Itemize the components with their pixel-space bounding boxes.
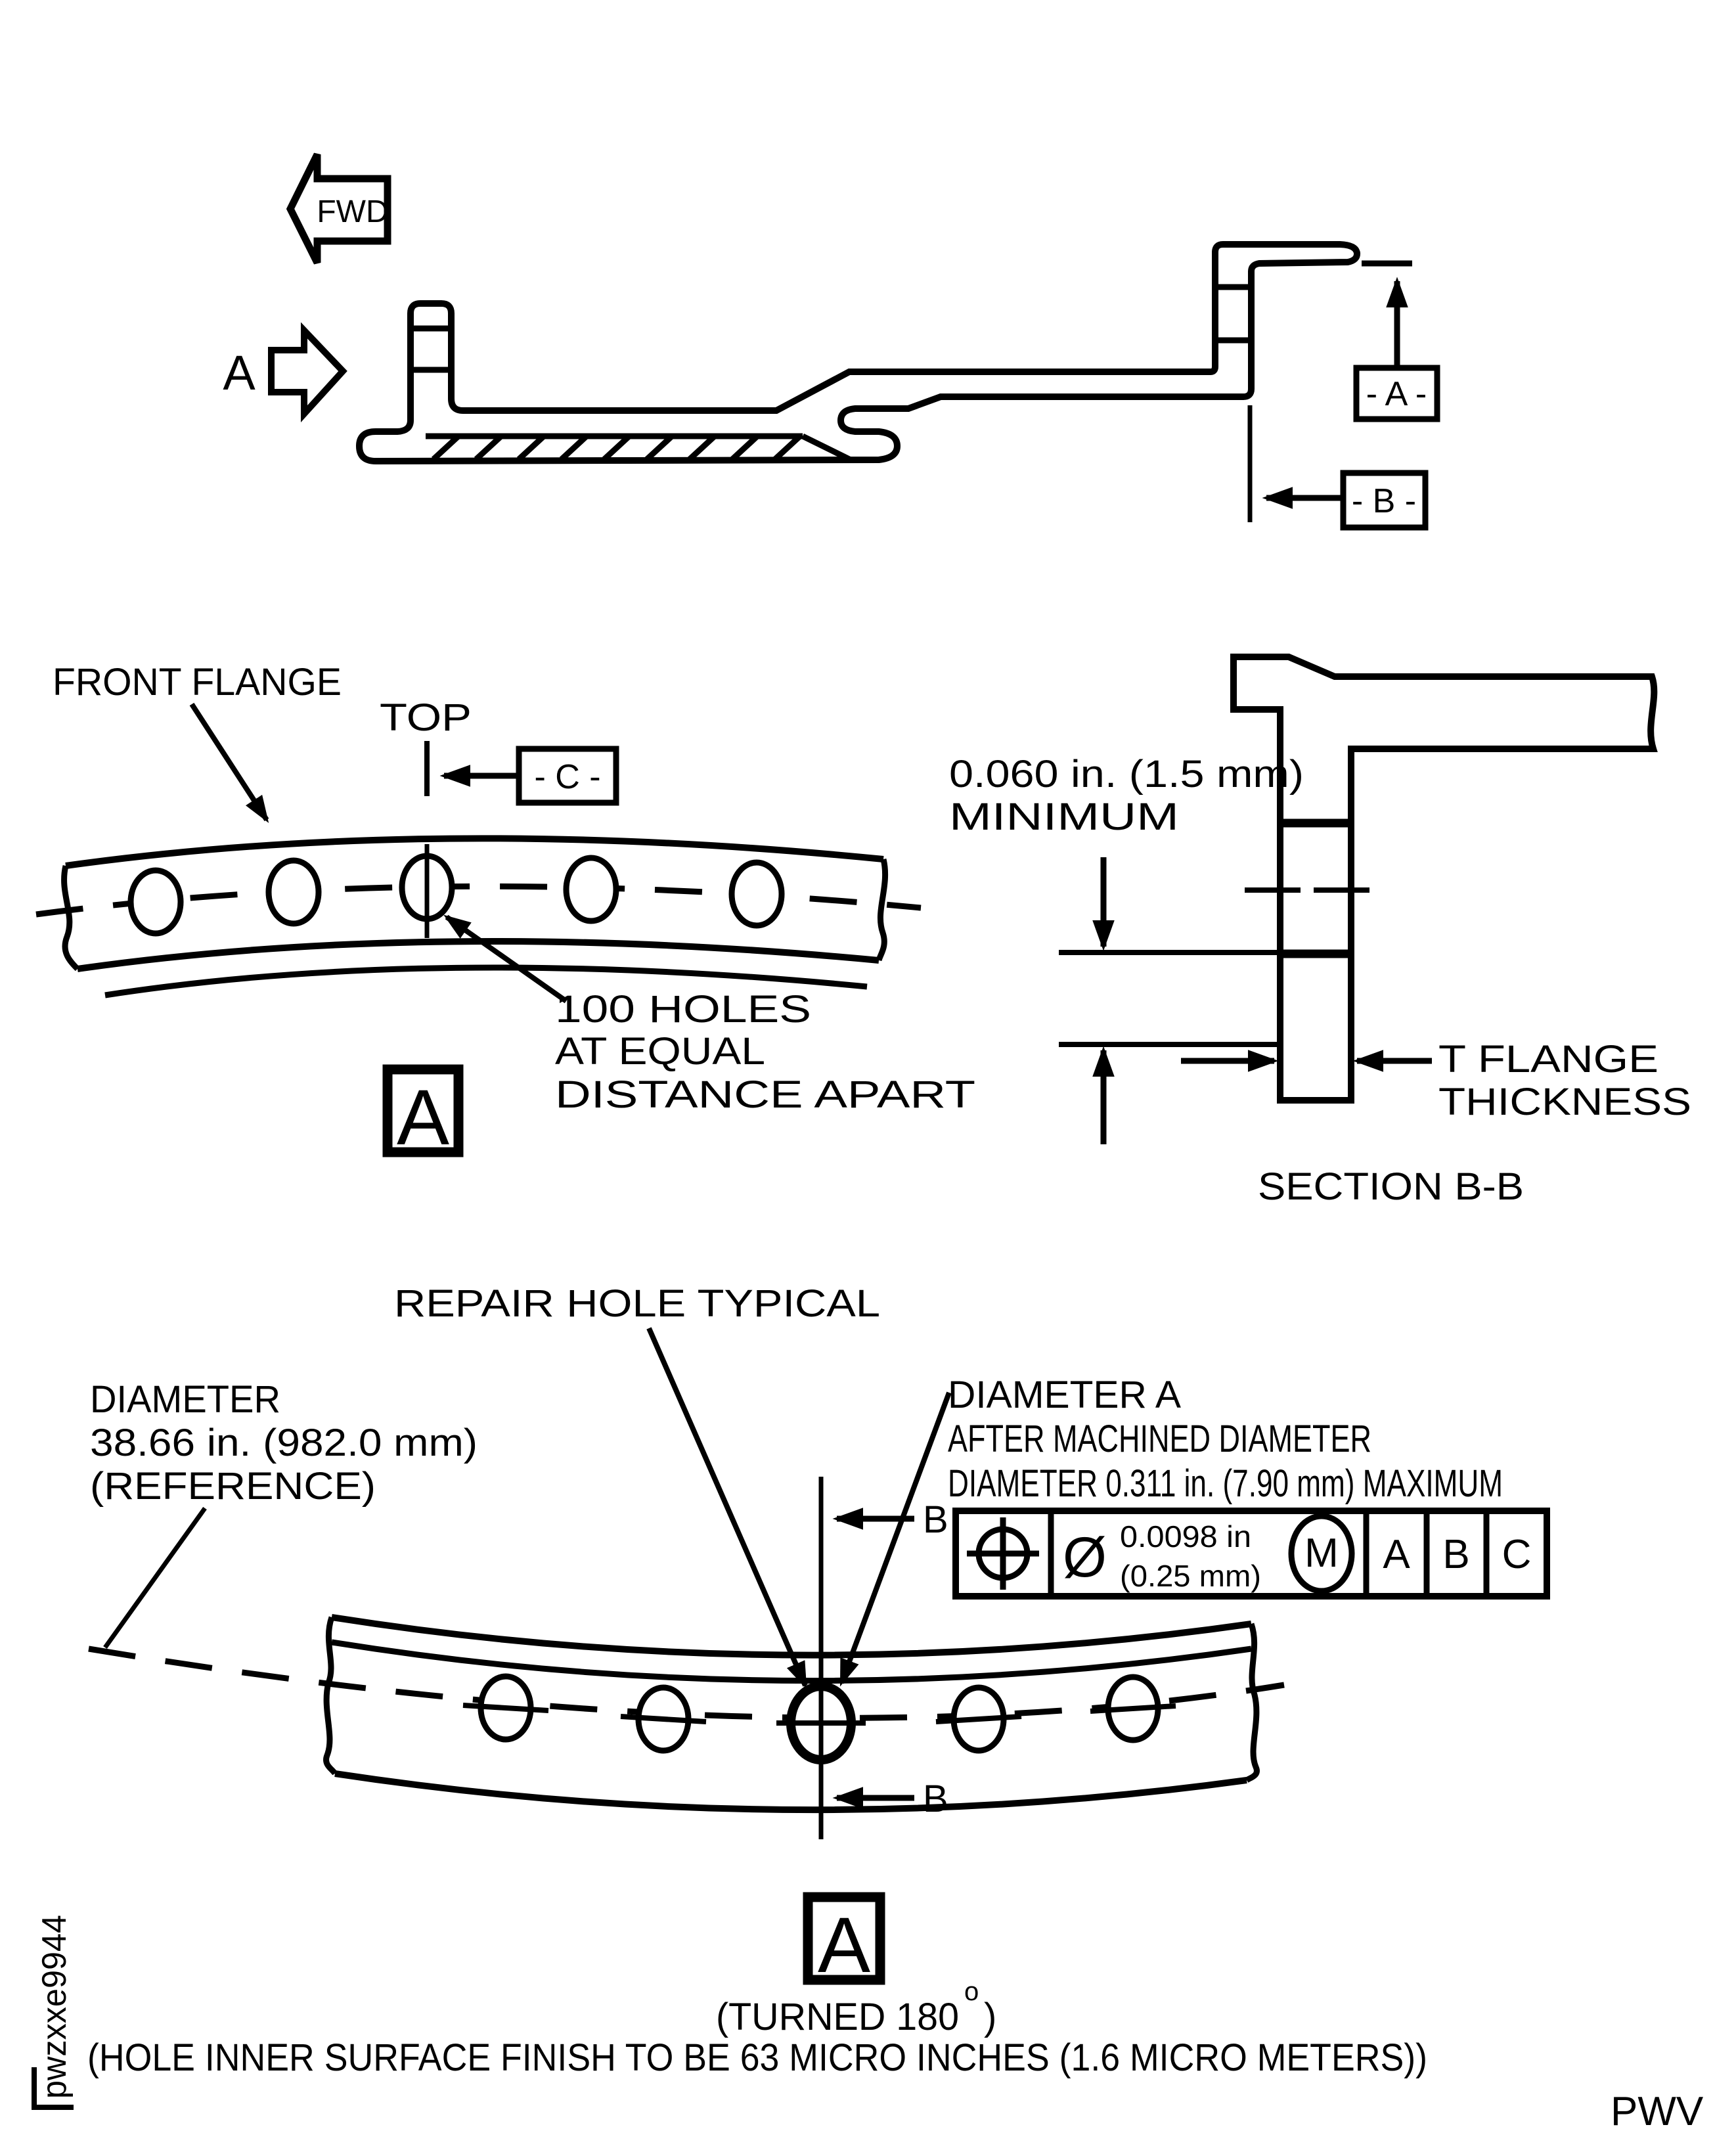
fcf-datum-3: C <box>1502 1532 1532 1577</box>
holes-note-line2: AT EQUAL <box>555 1030 765 1073</box>
section-arrow-bottom: B <box>832 1778 948 1820</box>
diameter-a-line1: DIAMETER A <box>948 1374 1181 1416</box>
feature-control-frame: Ø 0.0098 in (0.25 mm) M A B C <box>952 1508 1550 1600</box>
riser-tick-marks <box>1215 284 1251 344</box>
datum-b-label: - B - <box>1352 482 1416 520</box>
holes-note-line1: 100 HOLES <box>555 988 811 1031</box>
t-flange-line2: THICKNESS <box>1438 1081 1691 1123</box>
side-profile-view: FWD A - A - - <box>223 152 1440 531</box>
datum-a-label: - A - <box>1366 375 1427 413</box>
page-code: PWV <box>1611 2089 1704 2134</box>
repair-hole-label: REPAIR HOLE TYPICAL <box>394 1282 880 1325</box>
fcf-tolerance-mm: (0.25 mm) <box>1120 1559 1261 1593</box>
view-a-box: A <box>382 1064 464 1161</box>
section-arrow-label-top: B <box>923 1498 948 1541</box>
diameter-symbol: Ø <box>1063 1526 1107 1589</box>
doc-code: pwzxxe9944 <box>35 1915 74 2099</box>
diameter-ref-line1: DIAMETER <box>90 1378 280 1421</box>
view-a: FRONT FLANGE TOP - C - 100 HOLES <box>35 661 975 1161</box>
section-arrow-top: B <box>832 1498 948 1541</box>
mmc-modifier-icon: M <box>1288 1513 1355 1594</box>
front-flange-band <box>61 835 889 998</box>
diameter-a-leader <box>839 1391 952 1687</box>
top-label: TOP <box>380 696 472 739</box>
rotated-flange-band <box>323 1614 1260 1814</box>
turned-sup: o <box>964 1977 979 2006</box>
min-dim-line2: MINIMUM <box>949 795 1179 838</box>
diameter-ref-line3: (REFERENCE) <box>90 1465 376 1508</box>
hole-centermarks <box>462 1703 1176 1726</box>
fcf-tolerance-in: 0.0098 in <box>1120 1519 1251 1554</box>
turned-close: ) <box>984 1996 996 2038</box>
fcf-datum-2: B <box>1442 1532 1469 1577</box>
datum-b-flag: - B - <box>1247 405 1429 531</box>
view-a-direction-arrow: A <box>223 322 347 422</box>
datum-c-flag: - C - <box>439 746 619 806</box>
flange-hole <box>265 857 322 927</box>
repair-hole-leader <box>646 1327 808 1690</box>
doc-code-bracket <box>32 2067 74 2110</box>
view-direction-label: A <box>223 346 256 400</box>
hatch-strip <box>426 433 852 463</box>
front-flange-leader <box>189 702 269 823</box>
view-a-label: A <box>397 1073 449 1161</box>
diameter-a-line3: DIAMETER 0.311 in. (7.90 mm) MAXIMUM <box>948 1462 1503 1505</box>
diameter-ref-line2: 38.66 in. (982.0 mm) <box>90 1422 478 1464</box>
section-arrow-label-bottom: B <box>923 1778 948 1820</box>
bottom-view-a-rotated: REPAIR HOLE TYPICAL DIAMETER 38.66 in. (… <box>87 1282 1550 2079</box>
holes-note-line3: DISTANCE APART <box>555 1073 975 1116</box>
datum-a-flag: - A - <box>1353 260 1440 422</box>
datum-c-label: - C - <box>534 758 600 796</box>
section-label: SECTION B-B <box>1258 1165 1524 1208</box>
front-flange-label: FRONT FLANGE <box>53 661 342 704</box>
flange-hole <box>563 855 619 924</box>
section-b-b: 0.060 in. (1.5 mm) MINIMUM T FLANGE THIC… <box>949 654 1691 1208</box>
fwd-direction-arrow: FWD <box>286 152 391 265</box>
section-outline <box>1230 654 1658 1104</box>
fcf-datum-1: A <box>1383 1532 1410 1577</box>
position-symbol-icon <box>967 1517 1039 1590</box>
flange-hole <box>728 859 785 929</box>
flange-profile-outline <box>355 241 1361 465</box>
min-dim-line1: 0.060 in. (1.5 mm) <box>949 753 1304 795</box>
margin-codes: pwzxxe9944 PWV <box>32 1915 1704 2134</box>
fwd-label: FWD <box>317 194 388 229</box>
diameter-ref-leader <box>103 1506 207 1649</box>
diameter-a-line2: AFTER MACHINED DIAMETER <box>948 1418 1371 1460</box>
t-flange-line1: T FLANGE <box>1438 1038 1658 1081</box>
view-a-bottom-box: A <box>803 1892 885 1989</box>
view-a-bottom-label: A <box>818 1901 870 1989</box>
holes-note-leader <box>443 914 568 1004</box>
mmc-modifier-label: M <box>1304 1531 1339 1576</box>
finish-note: (HOLE INNER SURFACE FINISH TO BE 63 MICR… <box>87 2036 1427 2079</box>
post-tick-marks <box>411 325 451 373</box>
flange-hole <box>127 867 184 937</box>
turned-label: (TURNED 180 <box>716 1996 959 2038</box>
